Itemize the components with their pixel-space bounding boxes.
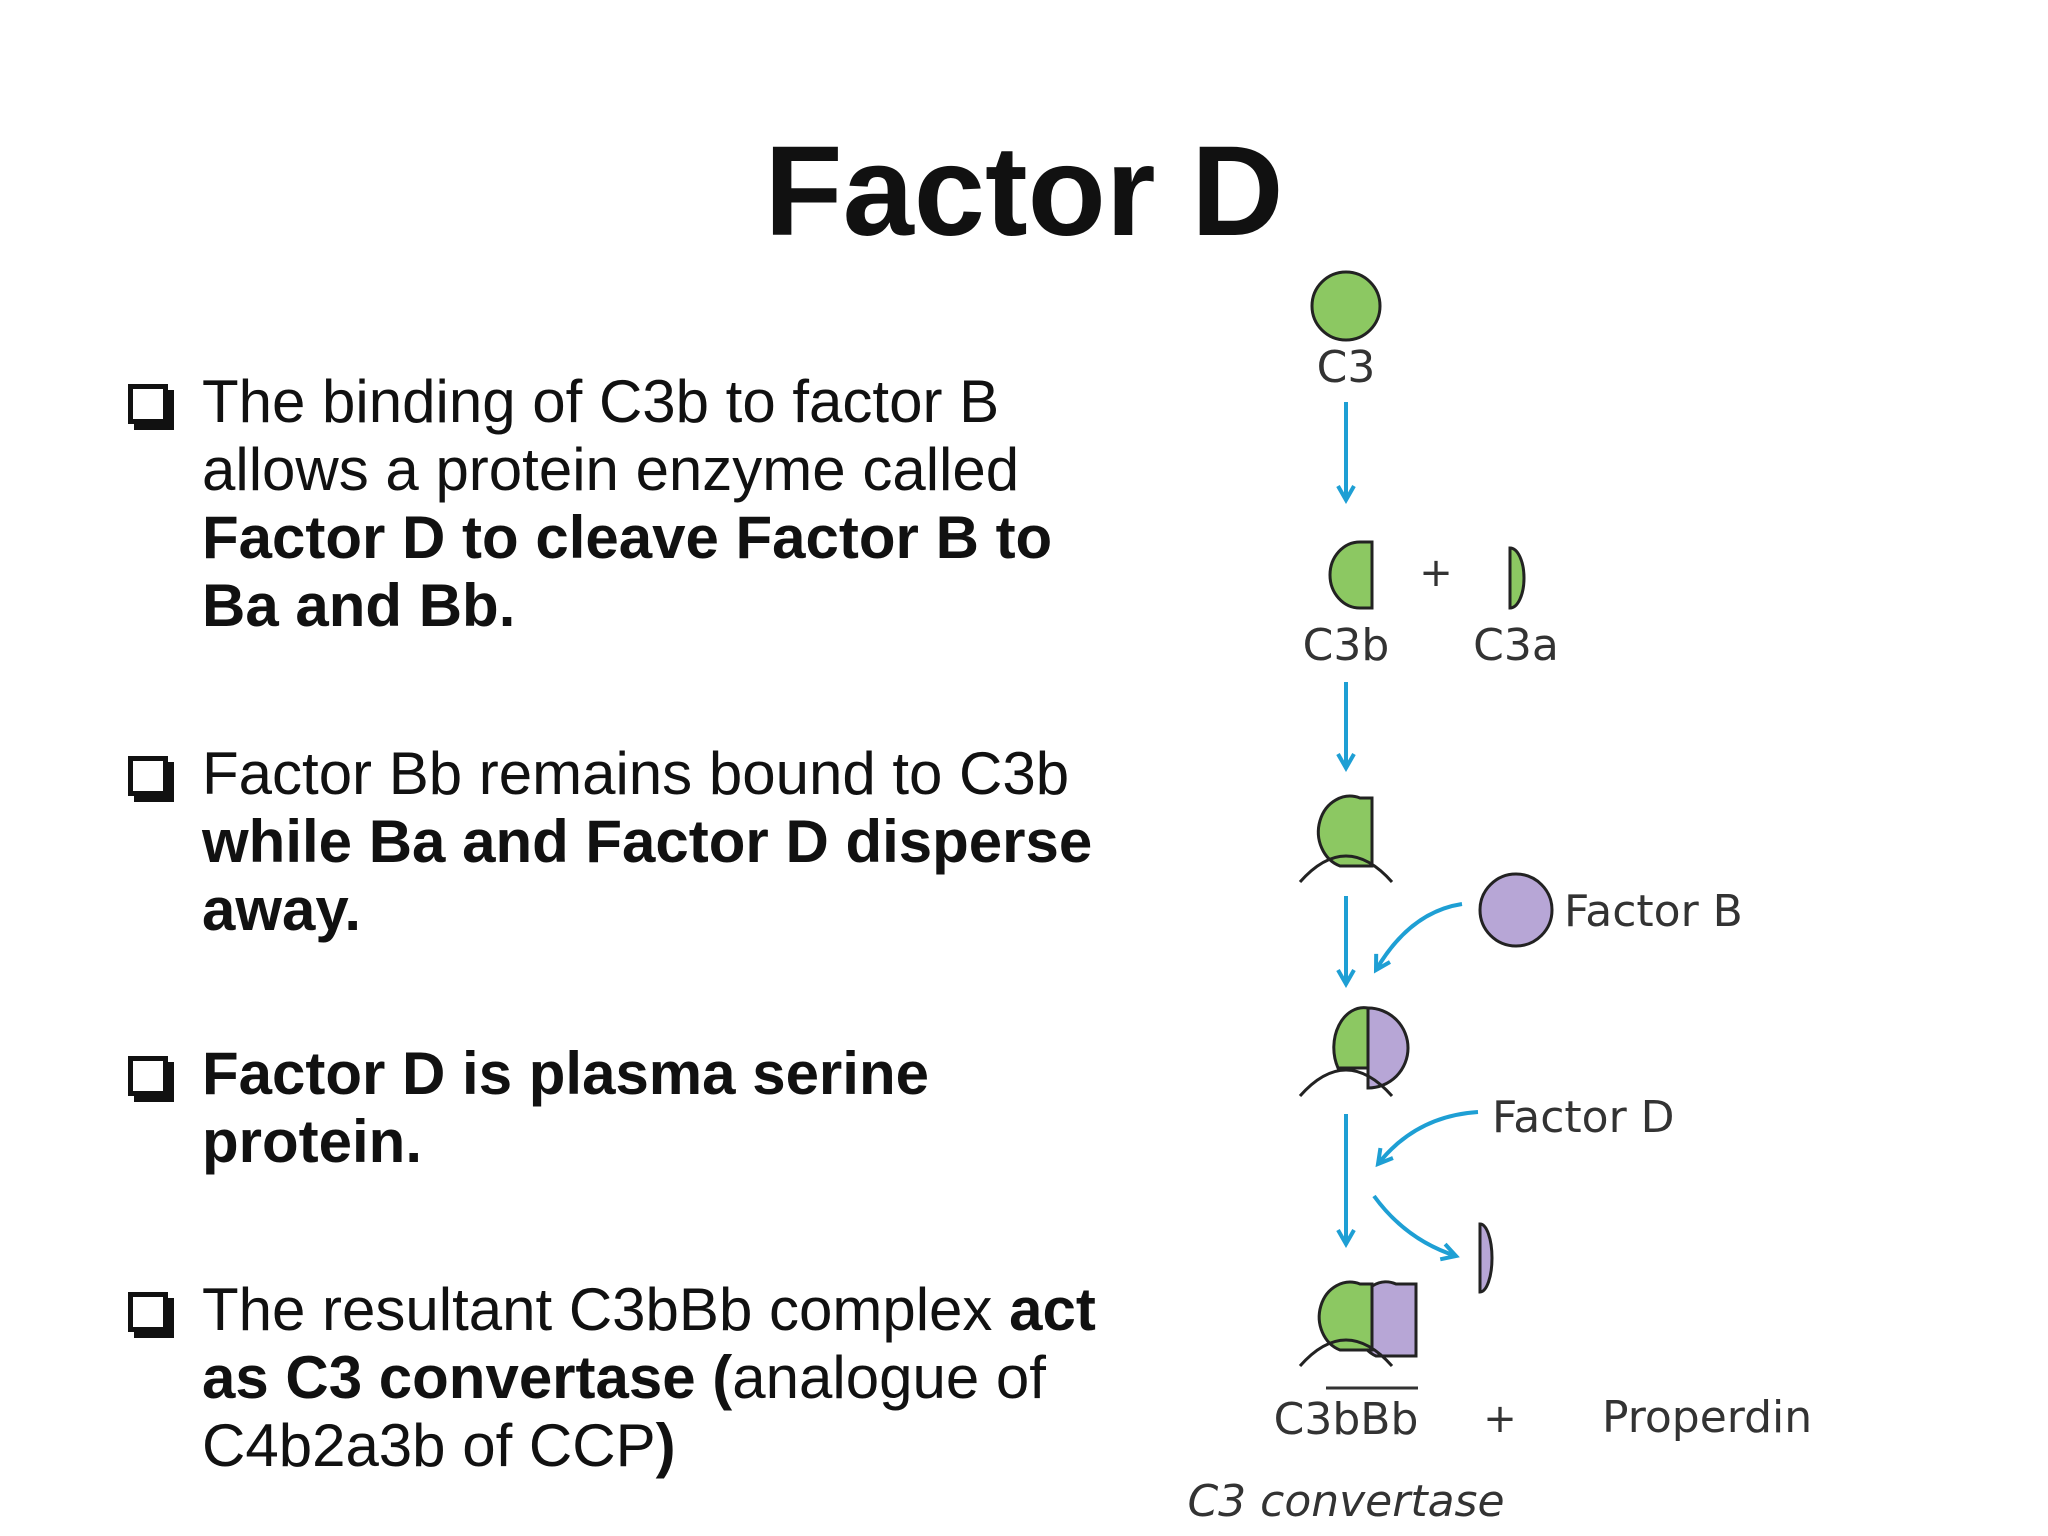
factor-b-molecule: [1478, 872, 1554, 948]
c3bbb-label: C3bBb: [1274, 1394, 1419, 1445]
bullet-4-bold-text: act as C3 convertase: [202, 1276, 1096, 1411]
cell-surface-arc-1: [1298, 854, 1394, 883]
cell-surface-arc-3: [1298, 1338, 1394, 1367]
bullet-4-open-paren: (: [695, 1344, 733, 1411]
bullet-text-2: Factor Bb remains bound to C3b while Ba …: [202, 740, 1108, 944]
plus-sign-2: +: [1483, 1396, 1517, 1442]
bullet-2-bold-text: while Ba and Factor D disperse away.: [202, 808, 1093, 943]
checkbox-bullet-icon: [128, 1056, 168, 1096]
checkbox-bullet-icon: [128, 1292, 168, 1332]
bullet-text-1: The binding of C3b to factor B allows a …: [202, 368, 1108, 640]
bullet-text-3: Factor D is plasma serine protein.: [202, 1040, 1108, 1176]
bullet-2-plain-text: Factor Bb remains bound to C3b: [202, 740, 1070, 807]
complement-pathway-diagram: C3 + C3b C3a Factor B Factor D C3bBb + P…: [1187, 270, 1812, 1527]
bullet-text-4: The resultant C3bBb complex act as C3 co…: [202, 1276, 1108, 1480]
c3b-fragment: [1328, 540, 1374, 610]
bullet-1-plain-text: The binding of C3b to factor B allows a …: [202, 368, 1020, 503]
cell-surface-arc-2: [1298, 1068, 1394, 1097]
slide-title: Factor D: [764, 120, 1284, 263]
c3bb-b-half: [1366, 1006, 1410, 1090]
factor-d-arrow: [1375, 1110, 1479, 1168]
c3bbb-c3b-part: [1317, 1280, 1374, 1352]
checkbox-bullet-icon: [128, 384, 168, 424]
factor-b-binding-arrow: [1373, 902, 1463, 974]
bullet-3-bold-text: Factor D is plasma serine protein.: [202, 1040, 929, 1175]
checkbox-bullet-icon: [128, 756, 168, 796]
c3bb-c3b-half: [1332, 1006, 1370, 1070]
c3-label: C3: [1317, 342, 1376, 393]
bullet-item-4: The resultant C3bBb complex act as C3 co…: [128, 1276, 1108, 1480]
bullet-item-3: Factor D is plasma serine protein.: [128, 1040, 1108, 1176]
plus-sign-1: +: [1419, 550, 1453, 596]
bullet-4-analogue-text: analogue of C4b2a3b of CCP: [202, 1344, 1046, 1479]
ba-fragment: [1478, 1222, 1494, 1294]
ba-release-arrow: [1372, 1194, 1460, 1262]
factor-b-label: Factor B: [1564, 886, 1743, 937]
c3a-label: C3a: [1473, 620, 1559, 671]
c3-molecule: [1310, 270, 1382, 342]
properdin-label: Properdin: [1602, 1392, 1812, 1443]
bullet-1-bold-text: Factor D to cleave Factor B to Ba and Bb…: [202, 504, 1053, 639]
bullet-item-2: Factor Bb remains bound to C3b while Ba …: [128, 740, 1108, 944]
c3-convertase-label: C3 convertase: [1187, 1476, 1504, 1527]
bullet-4-plain-text: The resultant C3bBb complex: [202, 1276, 1010, 1343]
c3b-bound-fragment: [1316, 794, 1374, 868]
c3b-label: C3b: [1303, 620, 1390, 671]
bullet-4-close-paren: ): [655, 1412, 676, 1479]
c3a-fragment: [1508, 546, 1526, 610]
factor-d-label: Factor D: [1492, 1092, 1675, 1143]
bullet-item-1: The binding of C3b to factor B allows a …: [128, 368, 1108, 640]
